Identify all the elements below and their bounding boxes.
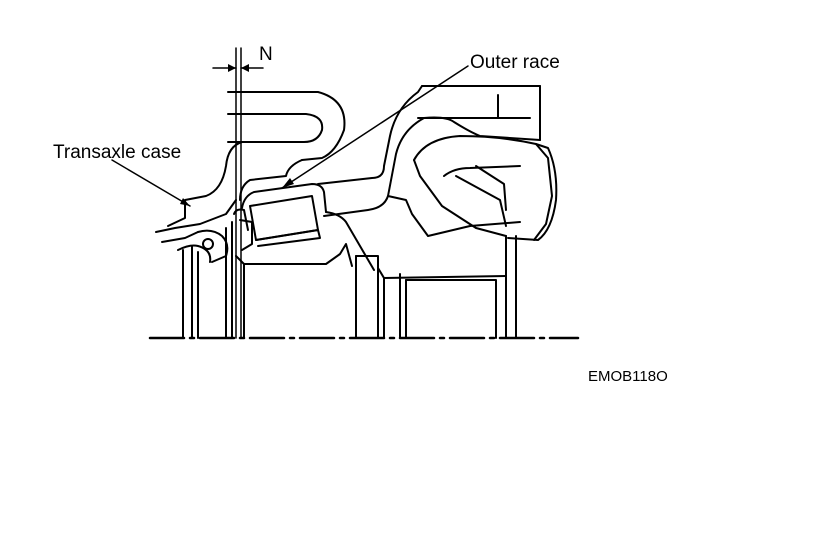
outer-race: [233, 183, 327, 251]
ring-gear: [413, 135, 558, 339]
dimension-n-label: N: [259, 44, 273, 65]
inner-race: [235, 211, 375, 339]
leader-lines: [111, 65, 469, 207]
transaxle-case-label: Transaxle case: [53, 142, 182, 163]
figure-code-label: EMOB118O: [588, 368, 668, 385]
oil-seal: [182, 221, 233, 339]
transaxle-case: [155, 91, 346, 263]
outer-race-label: Outer race: [470, 52, 560, 73]
differential-housing: [317, 85, 541, 237]
transaxle-case-leader: [111, 159, 191, 207]
case-lower-steps: [355, 255, 507, 339]
outer-race-leader: [281, 65, 469, 189]
